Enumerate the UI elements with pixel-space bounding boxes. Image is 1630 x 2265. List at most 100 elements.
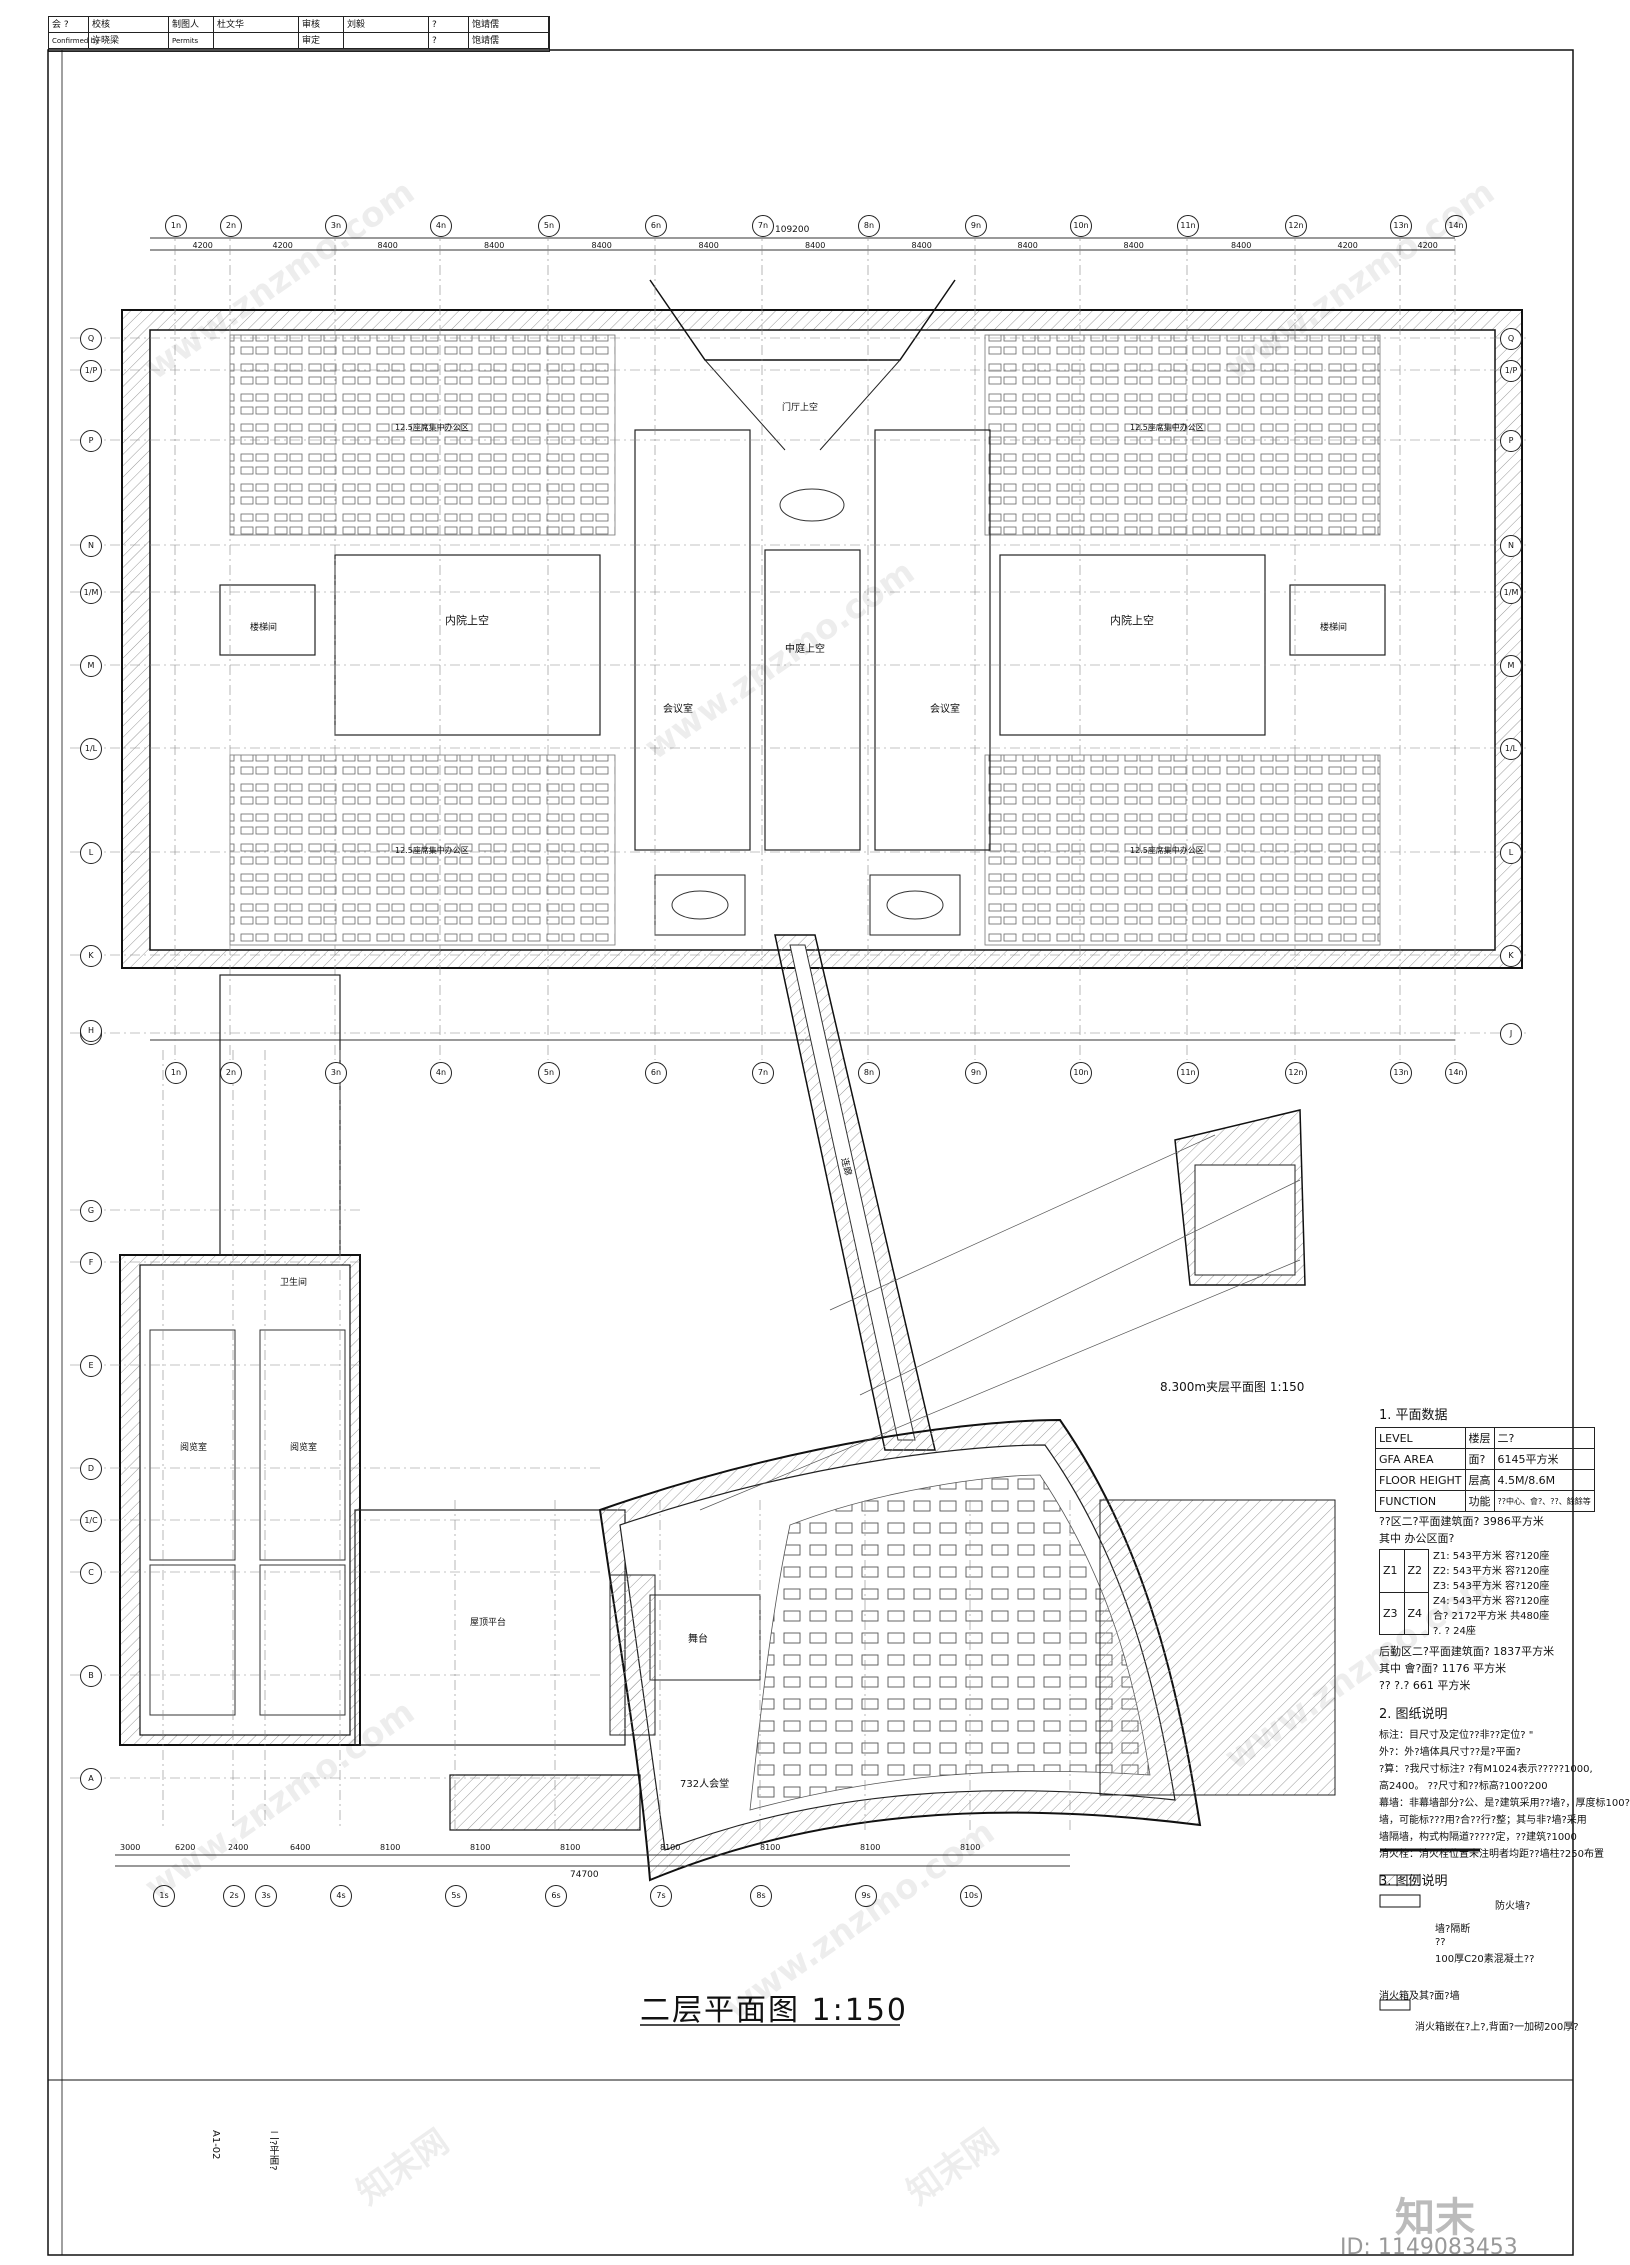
axis-bubble-side-lower: C <box>80 1562 102 1584</box>
room-label-terrace: 屋顶平台 <box>470 1618 507 1628</box>
gfa-value: 6145平方米 <box>1493 1448 1595 1470</box>
tb-cell: 杜文华 <box>214 17 299 33</box>
area-office-label: ??区二?平面建筑面? <box>1379 1515 1480 1528</box>
axis-bubble-bottom-upper: 8n <box>858 1062 880 1084</box>
section-legend: 3. 图例说明 <box>1379 1874 1448 1889</box>
axis-bubble-side-right: K <box>1500 945 1522 967</box>
office-room-1 <box>149 1564 236 1716</box>
floor-height-mid: 层高 <box>1464 1469 1495 1491</box>
bridge-walkway-inner <box>789 944 916 1441</box>
ref-line-1 <box>829 1134 1216 1311</box>
tb-cell: 审核 <box>299 17 344 33</box>
area-hall-label: 其中 會?面? <box>1379 1662 1439 1675</box>
dim-total-top: 109200 <box>775 225 810 235</box>
level-mid: 楼层 <box>1464 1427 1495 1449</box>
axis-bubble-top: 10n <box>1070 215 1092 237</box>
floor-height-key: FLOOR HEIGHT <box>1375 1469 1466 1491</box>
axis-bubble-side-left: 1/P <box>80 360 102 382</box>
axis-bubble-bottom: 6s <box>545 1885 567 1907</box>
zone-seat: ?. ? 24座 <box>1433 1626 1476 1637</box>
dimension-label-bottom: 6400 <box>290 1843 311 1852</box>
room-label-office-ne: 12.5座席集中办公区 <box>1130 423 1204 432</box>
zone-1: Z1: 543平方米 容?120座 <box>1433 1551 1550 1562</box>
dimension-label-top: 8400 <box>698 241 719 250</box>
room-label-office-se: 12.5座席集中办公区 <box>1130 846 1204 855</box>
axis-bubble-bottom-upper: 9n <box>965 1062 987 1084</box>
axis-bubble-bottom-upper: 11n <box>1177 1062 1199 1084</box>
center-void <box>764 549 861 851</box>
axis-bubble-bottom-upper: 2n <box>220 1062 242 1084</box>
corridor-link <box>219 974 341 1256</box>
dimension-label-bottom: 6200 <box>175 1843 196 1852</box>
axis-bubble-bottom: 1s <box>153 1885 175 1907</box>
info-panel: 1. 平面数据 LEVEL 楼层 二? GFA AREA 面? 6145平方米 … <box>1375 1400 1630 2035</box>
dimension-label-top: 8400 <box>1017 241 1038 250</box>
zone-sum: 合? 2172平方米 共480座 <box>1433 1611 1550 1622</box>
gfa-key: GFA AREA <box>1375 1448 1466 1470</box>
function-key: FUNCTION <box>1375 1490 1466 1512</box>
axis-bubble-bottom-upper: 3n <box>325 1062 347 1084</box>
dimension-label-top: 4200 <box>272 241 293 250</box>
area-office-value: 3986平方米 <box>1482 1515 1544 1528</box>
dimension-label-top: 8400 <box>1123 241 1144 250</box>
axis-bubble-bottom-upper: 10n <box>1070 1062 1092 1084</box>
dim-total-bottom: 74700 <box>570 1870 599 1880</box>
axis-bubble-bottom-upper: 13n <box>1390 1062 1412 1084</box>
dimension-label-top: 8400 <box>591 241 612 250</box>
axis-bubble-side-right: M <box>1500 655 1522 677</box>
axis-bubble-bottom-upper: 14n <box>1445 1062 1467 1084</box>
note-line: 外?：外?墙体具尺寸??是?平面? <box>1379 1747 1521 1758</box>
main-title: 二层平面图 1:150 <box>640 1993 908 2028</box>
stair-right-core <box>1289 584 1386 656</box>
axis-bubble-side-left: M <box>80 655 102 677</box>
tb-cell: 刘毅 <box>344 17 429 33</box>
dimension-label-bottom: 8100 <box>860 1843 881 1852</box>
dimension-label-top: 4200 <box>1337 241 1358 250</box>
dimension-label-top: 8400 <box>911 241 932 250</box>
legend-concrete-symbol <box>1379 1894 1421 1908</box>
brand-logo: 知末 <box>1395 2195 1475 2241</box>
sheet-border <box>47 49 1574 2256</box>
axis-bubble-top: 6n <box>645 215 667 237</box>
axis-bubble-side-left: K <box>80 945 102 967</box>
section-notes: 2. 图纸说明 <box>1379 1707 1448 1722</box>
dimension-label-bottom: 8100 <box>470 1843 491 1852</box>
atrium-left <box>334 554 601 736</box>
axis-bubble-side-lower: F <box>80 1252 102 1274</box>
axis-bubble-side-right: P <box>1500 430 1522 452</box>
room-label-atrium-right: 内院上空 <box>1110 614 1154 627</box>
room-label-office-nw: 12.5座席集中办公区 <box>395 423 469 432</box>
axis-bubble-side-lower: G <box>80 1200 102 1222</box>
axis-bubble-bottom-upper: 5n <box>538 1062 560 1084</box>
axis-bubble-bottom-upper: 1n <box>165 1062 187 1084</box>
note-line: ?算：?我尺寸标注? ?有M1024表示?????1000, <box>1379 1764 1593 1775</box>
mezzanine-title: 8.300m夹层平面图 1:150 <box>1160 1380 1305 1394</box>
function-value: ??中心、會?、??、餘餘等 <box>1493 1490 1595 1512</box>
reading-room-2 <box>259 1329 346 1561</box>
reading-room-1 <box>149 1329 236 1561</box>
axis-bubble-top: 3n <box>325 215 347 237</box>
axis-bubble-top: 13n <box>1390 215 1412 237</box>
tb-cell: ? <box>429 33 469 49</box>
dimension-label-top: 8400 <box>484 241 505 250</box>
area-hall-value: 1176 平方米 <box>1441 1662 1507 1675</box>
zone-cell: Z4 <box>1403 1591 1429 1635</box>
zone-cell: Z1 <box>1379 1549 1405 1593</box>
axis-bubble-bottom: 4s <box>330 1885 352 1907</box>
room-label-stair-right: 楼梯间 <box>1320 623 1348 633</box>
axis-bubble-bottom: 3s <box>255 1885 277 1907</box>
axis-bubble-top: 4n <box>430 215 452 237</box>
plan-data-table: LEVEL 楼层 二? GFA AREA 面? 6145平方米 FLOOR HE… <box>1375 1427 1595 1512</box>
axis-bubble-top: 7n <box>752 215 774 237</box>
dimension-label-top: 4200 <box>1417 241 1438 250</box>
dimension-label-bottom: 8100 <box>560 1843 581 1852</box>
axis-bubble-side-right: J <box>1500 1023 1522 1045</box>
meeting-table-se <box>886 890 944 920</box>
axis-bubble-side-right: 1/P <box>1500 360 1522 382</box>
zone-3: Z3: 543平方米 容?120座 <box>1433 1581 1550 1592</box>
note-line: 消火栓：消火栓位置未注明者均距??墙柱?250布置 <box>1379 1849 1605 1860</box>
tb-cell: Permits <box>169 33 214 49</box>
area-support-value: 1837平方米 <box>1493 1645 1555 1658</box>
level-key: LEVEL <box>1375 1427 1466 1449</box>
